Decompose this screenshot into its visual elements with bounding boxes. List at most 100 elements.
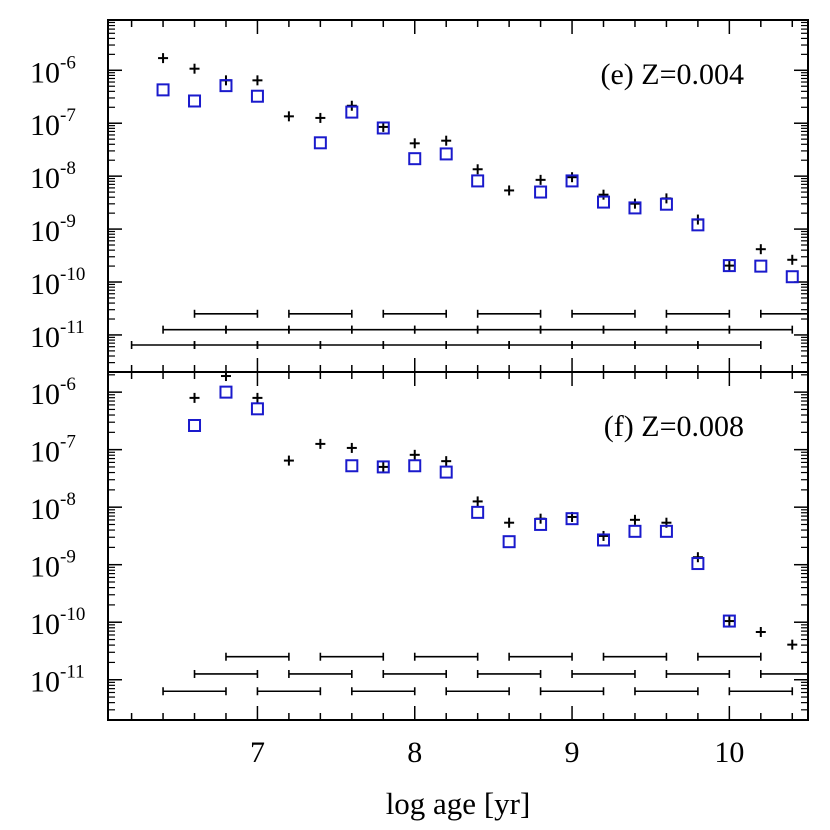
square-point: [345, 459, 359, 473]
square-point: [219, 385, 233, 399]
x-tick-label: 10: [714, 736, 744, 769]
square-point: [597, 195, 611, 209]
age-bin-bar: [760, 669, 808, 678]
age-bin-bar: [571, 309, 636, 318]
age-bin-bar: [288, 325, 353, 334]
age-bin-bar: [193, 669, 259, 678]
square-point: [439, 147, 453, 161]
age-bin-bar: [351, 325, 416, 334]
plus-point: [409, 449, 420, 460]
x-tick-label: 7: [250, 736, 265, 769]
age-bin-bar: [382, 309, 448, 318]
square-point: [188, 418, 202, 432]
age-bin-bar: [697, 652, 762, 661]
square-point: [345, 105, 359, 119]
plus-point: [755, 626, 766, 637]
age-bin-bar: [288, 309, 353, 318]
plus-point: [441, 456, 452, 467]
plus-point: [629, 514, 640, 525]
y-tick-label-exponent: -7: [60, 432, 76, 453]
square-point: [471, 174, 485, 188]
age-bin-bar: [571, 669, 636, 678]
y-tick-label-exponent: -11: [60, 317, 85, 338]
plus-point: [189, 63, 200, 74]
square-point: [722, 259, 736, 273]
x-axis-label: log age [yr]: [386, 786, 531, 821]
square-point: [250, 402, 264, 416]
plus-point: [504, 517, 515, 528]
age-bin-bar: [476, 325, 542, 334]
y-tick-label: 10-8: [30, 489, 76, 526]
x-tick-label: 9: [565, 736, 580, 769]
y-tick-label-exponent: -8: [60, 489, 76, 510]
y-tick-label-base: 10: [30, 268, 60, 301]
age-bin-bar: [256, 687, 322, 696]
y-tick-label: 10-11: [30, 317, 85, 354]
age-bin-bar: [476, 669, 542, 678]
age-bin-bar: [508, 652, 573, 661]
square-point: [565, 174, 579, 188]
plus-point: [283, 455, 294, 466]
y-tick-label-base: 10: [30, 378, 60, 411]
plus-point: [315, 438, 326, 449]
square-point: [471, 505, 485, 519]
square-point: [408, 152, 422, 166]
square-point: [597, 533, 611, 547]
age-bin-bar: [382, 341, 448, 350]
y-tick-label-base: 10: [30, 551, 60, 584]
plus-point: [629, 198, 640, 209]
plus-point: [346, 442, 357, 453]
x-tick-label: 8: [407, 736, 422, 769]
y-tick-label: 10-11: [30, 662, 85, 699]
age-bin-bar: [665, 669, 731, 678]
y-tick-label-base: 10: [30, 493, 60, 526]
age-bin-bar: [162, 687, 227, 696]
age-bin-bar: [728, 687, 794, 696]
age-bin-bar: [476, 309, 542, 318]
square-point: [691, 218, 705, 232]
y-tick-label-exponent: -6: [60, 52, 76, 73]
age-bin-bar: [539, 325, 605, 334]
plus-point: [567, 172, 578, 183]
y-tick-label-exponent: -10: [60, 264, 85, 285]
y-tick-label-base: 10: [30, 109, 60, 142]
plus-point: [535, 174, 546, 185]
age-bin-bar: [760, 309, 808, 318]
y-tick-label-base: 10: [30, 436, 60, 469]
age-bin-bar: [539, 687, 605, 696]
square-point: [691, 557, 705, 571]
age-bin-bar: [256, 341, 322, 350]
panel-annotation: (f) Z=0.008: [604, 410, 744, 443]
square-point: [439, 465, 453, 479]
square-point: [565, 512, 579, 526]
plus-point: [409, 138, 420, 149]
square-point: [534, 185, 548, 199]
y-tick-label-base: 10: [30, 608, 60, 641]
y-tick-label: 10-7: [30, 105, 76, 142]
plus-point: [189, 392, 200, 403]
age-bin-bar: [634, 341, 699, 350]
age-bin-bar: [445, 341, 510, 350]
y-tick-label-base: 10: [30, 215, 60, 248]
y-tick-label: 10-10: [30, 264, 85, 301]
y-tick-label: 10-10: [30, 604, 85, 641]
age-bin-bar: [382, 669, 448, 678]
age-bin-bar: [697, 341, 762, 350]
plus-point: [378, 121, 389, 132]
square-point: [313, 136, 327, 150]
square-point: [502, 535, 516, 549]
square-point: [785, 270, 799, 284]
age-bin-bar: [288, 669, 353, 678]
y-tick-label-base: 10: [30, 321, 60, 354]
square-point: [219, 79, 233, 93]
square-point: [188, 94, 202, 108]
plus-point: [315, 112, 326, 123]
square-point: [754, 259, 768, 273]
age-bin-bar: [602, 652, 668, 661]
y-tick-label: 10-8: [30, 158, 76, 195]
plus-point: [220, 371, 231, 382]
plus-point: [472, 164, 483, 175]
y-tick-label-exponent: -10: [60, 604, 85, 625]
